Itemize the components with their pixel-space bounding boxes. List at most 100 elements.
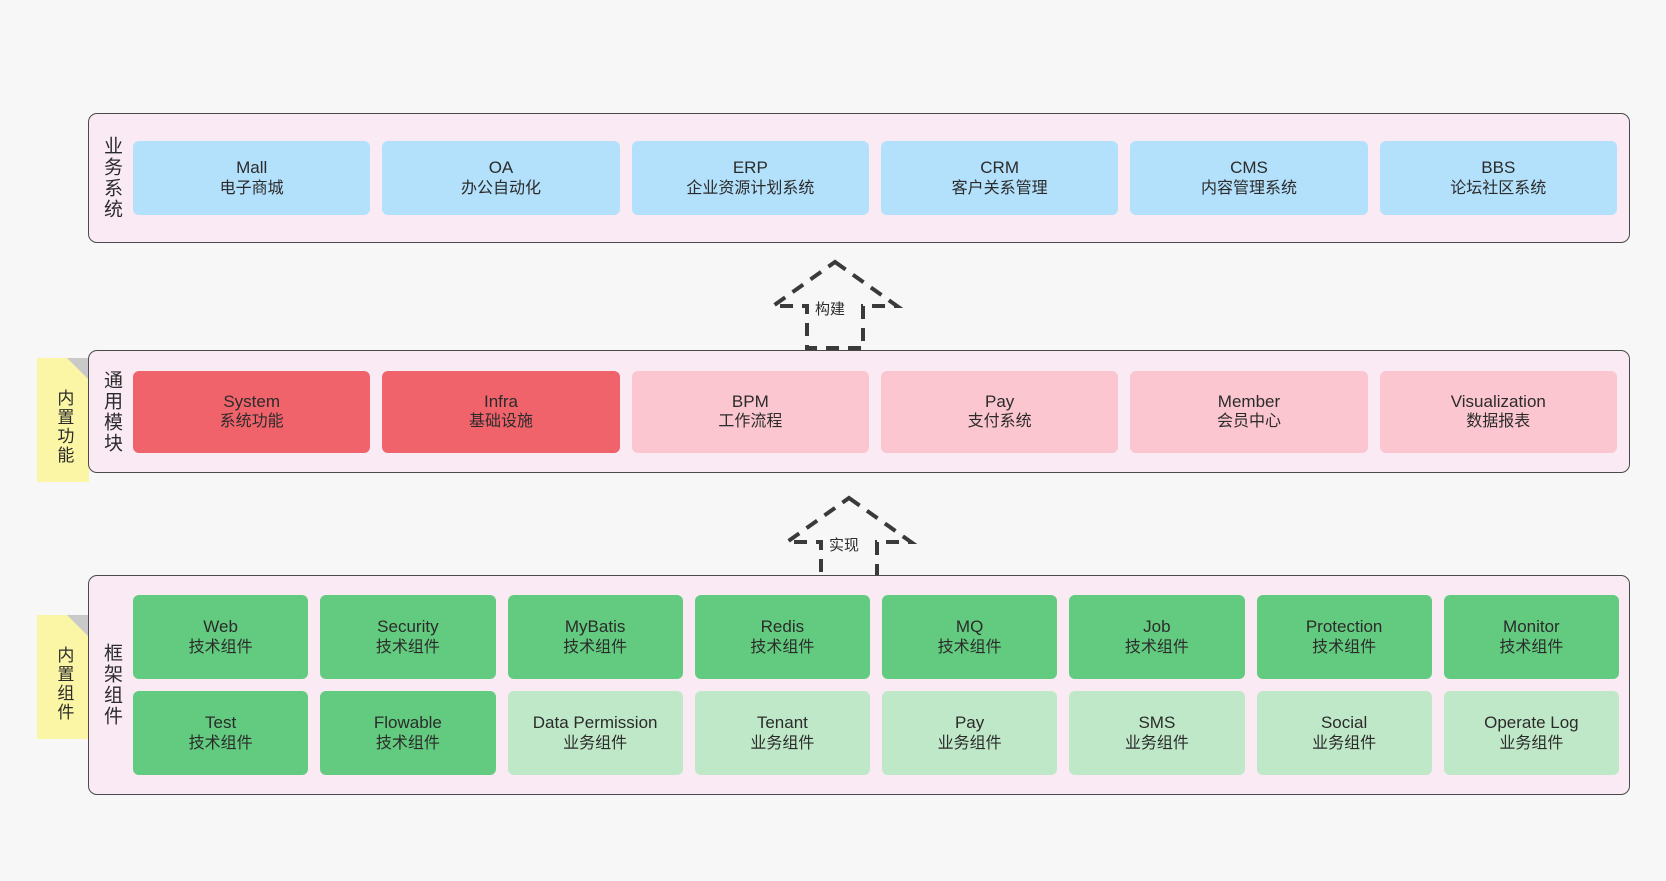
- card-title-cn: 工作流程: [718, 413, 783, 431]
- card-title-en: SMS: [1138, 713, 1176, 733]
- card-protection[interactable]: Protection 技术组件: [1256, 595, 1432, 679]
- card-title-en: BBS: [1481, 158, 1516, 178]
- card-title-en: Pay: [985, 391, 1015, 411]
- card-title-en: Security: [377, 617, 439, 637]
- section-label-framework-components: 框架组件: [100, 643, 122, 727]
- section-label-business-systems: 业务系统: [100, 136, 122, 220]
- sticky-note-label: 内置功能: [54, 389, 74, 465]
- card-title-en: Social: [1320, 713, 1368, 733]
- card-title-en: MyBatis: [564, 617, 626, 637]
- card-crm[interactable]: CRM 客户关系管理: [880, 141, 1119, 215]
- generalization-arrow-build: 构建: [760, 258, 910, 350]
- card-monitor[interactable]: Monitor 技术组件: [1443, 595, 1619, 679]
- card-title-cn: 业务组件: [1124, 734, 1189, 752]
- card-title-cn: 内容管理系统: [1200, 179, 1297, 197]
- card-infra[interactable]: Infra 基础设施: [382, 370, 620, 453]
- card-flowable[interactable]: Flowable 技术组件: [320, 691, 496, 775]
- card-data-permission[interactable]: Data Permission 业务组件: [507, 691, 683, 775]
- card-system[interactable]: System 系统功能: [133, 370, 371, 453]
- card-title-en: Flowable: [373, 713, 442, 733]
- card-title-en: Operate Log: [1484, 713, 1579, 733]
- card-title-cn: 技术组件: [375, 734, 440, 752]
- card-erp[interactable]: ERP 企业资源计划系统: [631, 141, 869, 215]
- business-systems-card-row: Mall 电子商城 OA 办公自动化 ERP 企业资源计划系统 CRM 客户关系…: [133, 114, 1629, 242]
- card-cms[interactable]: CMS 内容管理系统: [1130, 141, 1368, 215]
- card-title-en: ERP: [732, 158, 768, 178]
- card-title-cn: 系统功能: [219, 413, 284, 431]
- arrow-build-glyph: [766, 259, 904, 350]
- sticky-note-label: 内置组件: [54, 646, 74, 722]
- card-operate-log[interactable]: Operate Log 业务组件: [1443, 691, 1619, 775]
- card-title-en: CMS: [1230, 158, 1268, 178]
- card-mybatis[interactable]: MyBatis 技术组件: [507, 595, 683, 679]
- card-title-en: Test: [205, 713, 237, 733]
- card-title-cn: 论坛社区系统: [1450, 179, 1547, 197]
- card-web[interactable]: Web 技术组件: [133, 595, 309, 679]
- sticky-fold-icon: [67, 358, 89, 380]
- sticky-note-builtin-feature: 内置功能: [37, 358, 89, 482]
- section-label-common-modules: 通用模块: [100, 369, 122, 454]
- card-title-en: Protection: [1305, 617, 1383, 637]
- card-oa[interactable]: OA 办公自动化: [382, 141, 620, 215]
- card-redis[interactable]: Redis 技术组件: [694, 595, 870, 679]
- card-title-cn: 业务组件: [750, 734, 815, 752]
- card-bbs[interactable]: BBS 论坛社区系统: [1379, 141, 1617, 215]
- card-title-cn: 业务组件: [937, 734, 1002, 752]
- card-test[interactable]: Test 技术组件: [133, 691, 309, 775]
- card-title-cn: 办公自动化: [460, 179, 541, 197]
- card-title-cn: 企业资源计划系统: [686, 179, 815, 197]
- card-title-en: MQ: [955, 617, 984, 637]
- card-title-cn: 技术组件: [375, 638, 440, 656]
- card-pay-module[interactable]: Pay 支付系统: [880, 370, 1119, 453]
- card-title-en: Data Permission: [532, 713, 658, 733]
- card-title-cn: 技术组件: [563, 638, 628, 656]
- card-visualization[interactable]: Visualization 数据报表: [1379, 370, 1617, 453]
- section-framework-components: 框架组件 Web 技术组件 Security 技术组件 MyBatis 技术组件…: [88, 575, 1630, 795]
- card-security[interactable]: Security 技术组件: [320, 595, 496, 679]
- card-title-en: Infra: [483, 391, 518, 411]
- card-title-en: Web: [203, 617, 238, 637]
- framework-row-business: Test 技术组件 Flowable 技术组件 Data Permission …: [133, 691, 1619, 775]
- card-title-cn: 技术组件: [188, 638, 253, 656]
- card-title-en: CRM: [980, 158, 1019, 178]
- card-social[interactable]: Social 业务组件: [1256, 691, 1432, 775]
- card-title-en: Pay: [954, 713, 985, 733]
- sticky-fold-icon: [67, 615, 89, 637]
- card-job[interactable]: Job 技术组件: [1069, 595, 1245, 679]
- sticky-note-builtin-component: 内置组件: [37, 615, 89, 739]
- framework-components-grid: Web 技术组件 Security 技术组件 MyBatis 技术组件 Redi…: [133, 576, 1629, 794]
- card-title-en: Monitor: [1503, 617, 1560, 637]
- card-title-en: OA: [488, 158, 514, 178]
- section-common-modules: 通用模块 System 系统功能 Infra 基础设施 BPM 工作流程 Pay…: [88, 350, 1630, 473]
- card-mq[interactable]: MQ 技术组件: [882, 595, 1058, 679]
- card-title-cn: 基础设施: [468, 413, 533, 431]
- card-title-cn: 技术组件: [1499, 638, 1564, 656]
- card-title-cn: 电子商城: [219, 179, 284, 197]
- generalization-arrow-implement: 实现: [774, 494, 924, 586]
- card-title-cn: 数据报表: [1466, 413, 1531, 431]
- card-title-en: Redis: [760, 617, 805, 637]
- card-pay-component[interactable]: Pay 业务组件: [882, 691, 1058, 775]
- card-title-en: Tenant: [756, 713, 808, 733]
- card-member[interactable]: Member 会员中心: [1130, 370, 1368, 453]
- card-title-cn: 客户关系管理: [951, 179, 1048, 197]
- card-title-cn: 技术组件: [1124, 638, 1189, 656]
- card-title-en: Job: [1143, 617, 1171, 637]
- card-title-cn: 业务组件: [1499, 734, 1564, 752]
- card-sms[interactable]: SMS 业务组件: [1069, 691, 1245, 775]
- card-mall[interactable]: Mall 电子商城: [133, 141, 371, 215]
- card-tenant[interactable]: Tenant 业务组件: [694, 691, 870, 775]
- card-title-cn: 支付系统: [967, 413, 1032, 431]
- card-title-cn: 技术组件: [750, 638, 815, 656]
- framework-row-technical: Web 技术组件 Security 技术组件 MyBatis 技术组件 Redi…: [133, 595, 1619, 679]
- card-title-en: Member: [1217, 391, 1281, 411]
- card-title-cn: 业务组件: [1312, 734, 1377, 752]
- arrow-implement-label: 实现: [827, 534, 862, 555]
- card-title-cn: 业务组件: [563, 734, 628, 752]
- common-modules-card-row: System 系统功能 Infra 基础设施 BPM 工作流程 Pay 支付系统…: [133, 351, 1629, 472]
- card-bpm[interactable]: BPM 工作流程: [631, 370, 869, 453]
- card-title-en: Mall: [236, 158, 268, 178]
- card-title-cn: 技术组件: [188, 734, 253, 752]
- card-title-en: BPM: [731, 391, 769, 411]
